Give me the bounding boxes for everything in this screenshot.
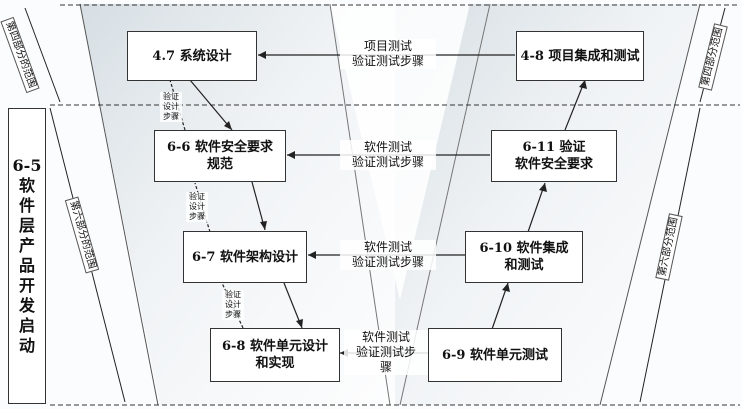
side-char: 产 [18,236,35,255]
row1-middle-label: 项目测试 验证测试步骤 [340,39,436,69]
software-architecture-design-box: 6-7 软件架构设计 [183,231,307,283]
side-char: 动 [18,336,35,355]
side-char: 开 [18,276,35,295]
flow-arrow-integ-to-verify [527,182,546,233]
flow-arrow-sys-to-safety [189,79,233,131]
software-level-product-dev-start-box: 6-5 软 件 层 产 品 开 发 启 动 [8,108,46,404]
verify-design-note-1: 验证 设计 步骤 [160,92,182,122]
verify-design-note-3: 验证 设计 步骤 [222,290,244,320]
row2-middle-label: 软件测试 验证测试步骤 [340,140,436,170]
side-char: 层 [18,216,35,235]
flow-arrow-unit-to-integ [489,282,509,336]
system-design-box: 4.7 系统设计 [127,31,257,81]
left-v-band [80,4,395,405]
verify-design-note-2: 验证 设计 步骤 [186,192,208,222]
side-char: 启 [18,316,35,335]
software-integration-test-box: 6-10 软件集成 和测试 [465,231,583,283]
left-outer-line [79,3,159,406]
right-outer-line [599,3,701,406]
side-char: 发 [18,296,35,315]
arrowhead-1 [224,121,232,130]
software-unit-test-box: 6-9 软件单元测试 [428,328,562,382]
arrowhead-5 [539,183,547,192]
side-char: 6-5 [12,156,42,175]
item-integration-test-box: 4-8 项目集成和测试 [516,31,644,81]
row4-middle-label: 软件测试 验证测试步 骤 [344,330,428,375]
side-char: 品 [18,256,35,275]
side-char: 件 [18,196,35,215]
software-safety-requirement-spec-box: 6-6 软件安全要求 规范 [154,130,286,182]
arrowhead-3 [296,319,303,328]
arrowhead-8 [287,151,295,159]
row3-middle-label: 软件测试 验证测试步骤 [340,240,436,270]
flow-arrow-verify-to-item [564,79,586,131]
arrowhead-9 [308,251,316,259]
software-unit-design-box: 6-8 软件单元设计 和实现 [210,328,340,382]
arrowhead-4 [502,283,510,292]
arrowhead-2 [260,221,267,230]
scope-arrow-left-part4 [24,7,61,103]
verify-software-safety-req-box: 6-11 验证 软件安全要求 [491,130,617,182]
side-char: 软 [18,176,35,195]
arrowhead-7 [258,51,266,59]
arrowhead-6 [579,80,587,89]
right-v-band [395,4,700,405]
